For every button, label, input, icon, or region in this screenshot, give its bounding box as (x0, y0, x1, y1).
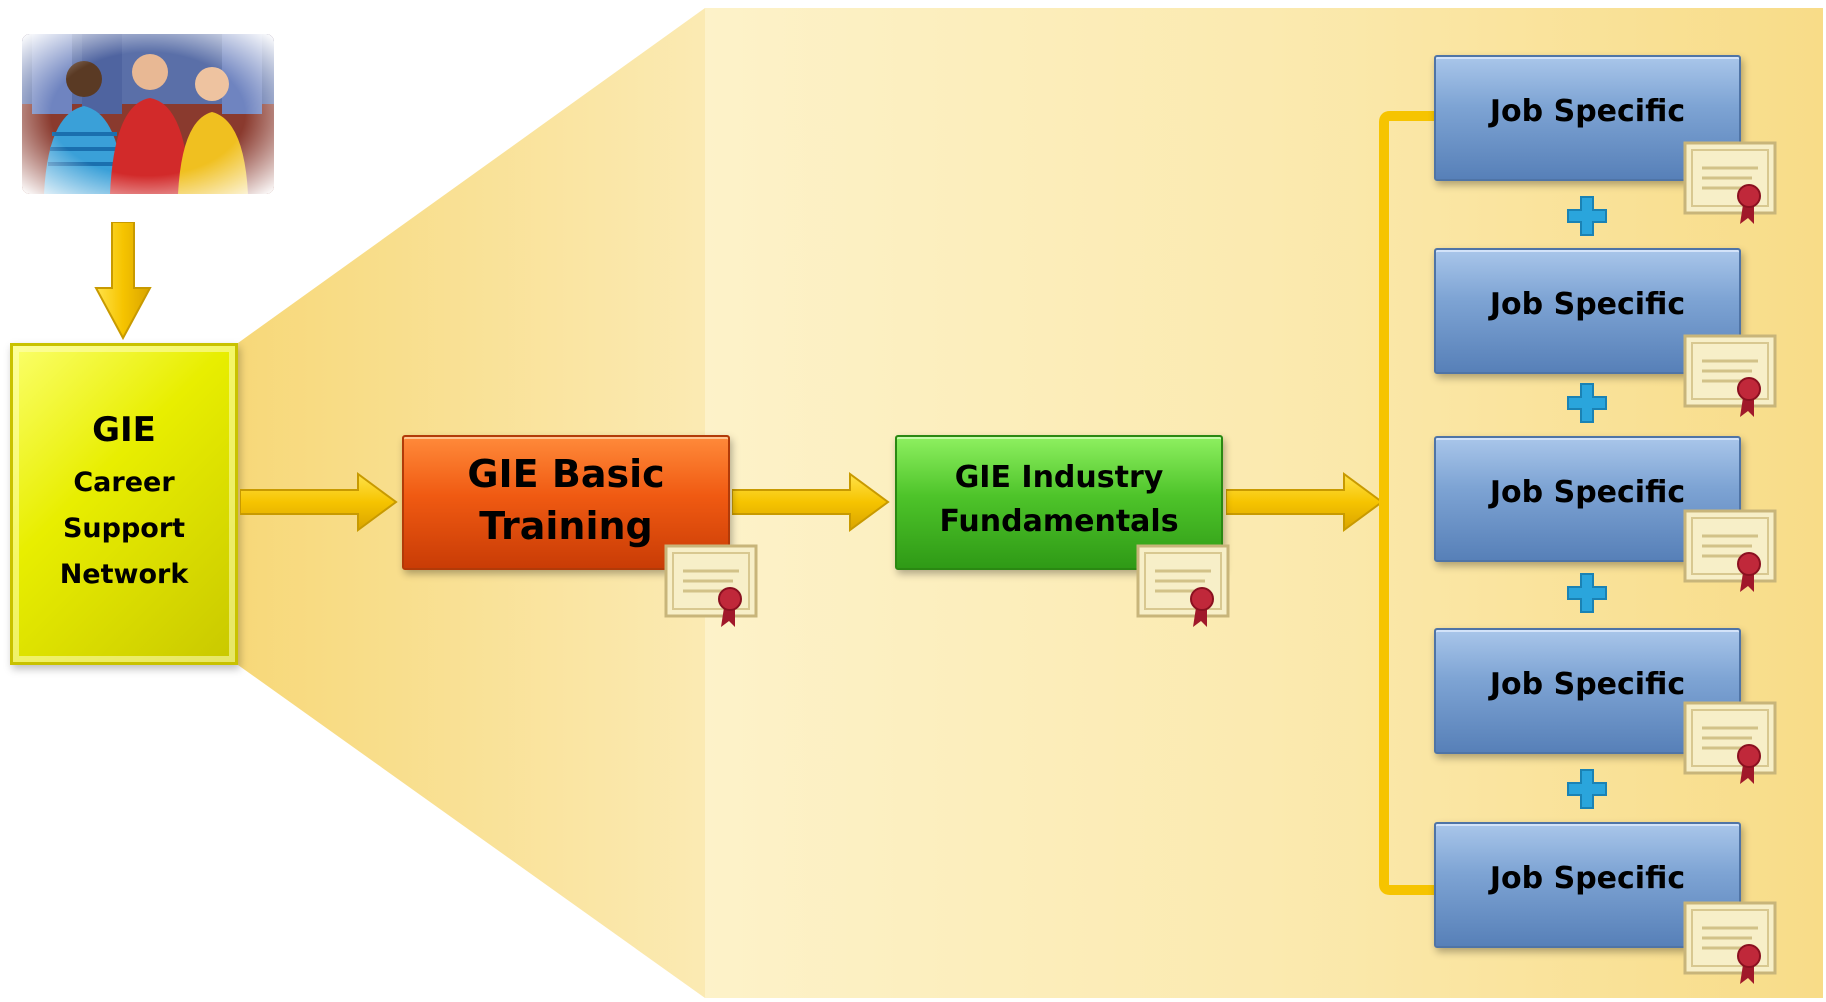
job-specific-label: Job Specific (1489, 93, 1686, 129)
job-specific-label: Job Specific (1489, 286, 1686, 322)
certificate-icon (1682, 900, 1778, 986)
basic-training-line-2: Training (479, 503, 653, 548)
gie-career-support-network-box: GIE Career Support Network (10, 343, 238, 665)
gie-box-line-1: Career (73, 467, 175, 498)
arrow-to-job-specific (1226, 472, 1384, 532)
arrow-to-basic-training (240, 472, 398, 532)
plus-icon (1566, 768, 1608, 810)
students-photo (22, 34, 274, 194)
gie-box-line-2: Support (62, 513, 186, 544)
job-specific-label: Job Specific (1489, 474, 1686, 510)
job-specific-bracket (1376, 108, 1438, 898)
job-specific-label: Job Specific (1489, 860, 1686, 896)
industry-fundamentals-line-2: Fundamentals (939, 503, 1179, 539)
certificate-icon (1135, 543, 1231, 629)
down-arrow (94, 222, 152, 340)
certificate-icon (1682, 700, 1778, 786)
industry-fundamentals-line-1: GIE Industry (954, 459, 1164, 495)
plus-icon (1566, 572, 1608, 614)
certificate-icon (1682, 140, 1778, 226)
certificate-icon (1682, 508, 1778, 594)
gie-box-line-3: Network (59, 559, 189, 590)
basic-training-line-1: GIE Basic (467, 451, 665, 496)
arrow-to-industry-fundamentals (732, 472, 890, 532)
certificate-icon (663, 543, 759, 629)
plus-icon (1566, 382, 1608, 424)
certificate-icon (1682, 333, 1778, 419)
plus-icon (1566, 195, 1608, 237)
job-specific-label: Job Specific (1489, 666, 1686, 702)
job-specific-box: Job Specific (1434, 436, 1741, 562)
gie-box-title: GIE (92, 410, 156, 450)
